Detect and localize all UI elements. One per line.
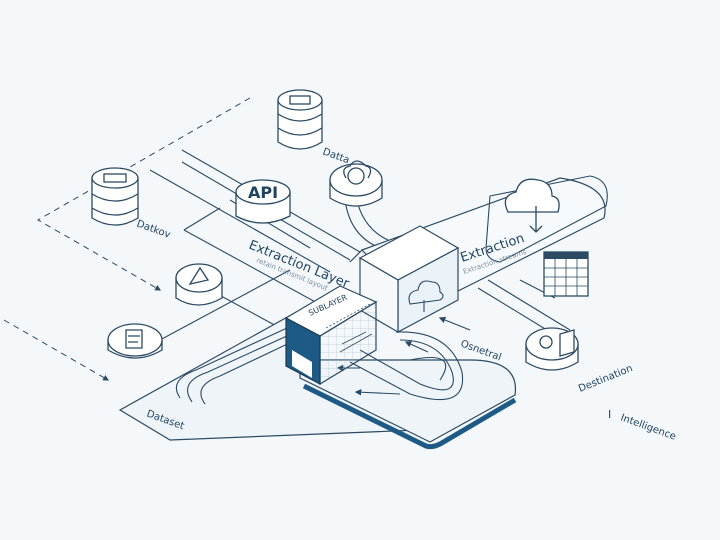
label-api: API — [248, 183, 278, 202]
label-intelligence: Intelligence — [619, 412, 677, 442]
right-panel — [485, 175, 608, 263]
label-destination: Destination — [577, 363, 634, 395]
label-data-top: Datta — [321, 146, 351, 166]
spreadsheet-icon — [543, 251, 589, 297]
label-cursor-mark: I — [608, 408, 611, 421]
sublayer-block — [284, 285, 378, 386]
belt-loops — [175, 321, 464, 405]
document-icon — [107, 323, 163, 359]
api-node-icon — [235, 179, 291, 224]
cloud-icon — [408, 280, 444, 312]
platform-base — [118, 308, 517, 450]
document-icon — [175, 263, 223, 306]
dashed-flow-lines — [3, 97, 251, 381]
database-icon — [277, 89, 323, 150]
cloud-download-icon — [504, 178, 560, 233]
label-datkov: Datkov — [135, 218, 172, 240]
database-icon — [91, 167, 139, 226]
gear-cloud-icon — [329, 160, 383, 207]
settings-analytics-icon — [525, 327, 579, 371]
